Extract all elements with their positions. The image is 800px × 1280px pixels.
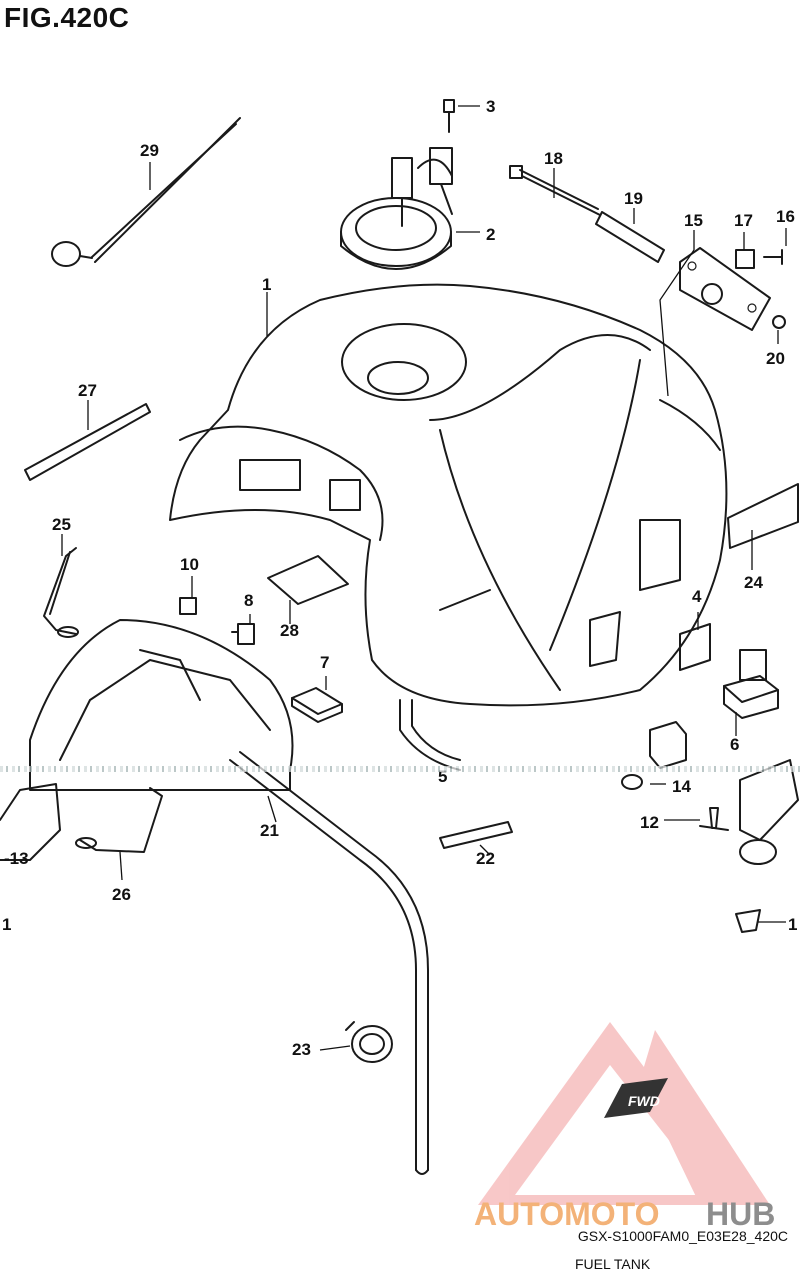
fwd-arrow-icon: FWD (604, 1078, 668, 1118)
part-4-pad (679, 623, 711, 671)
part-3-bolt (443, 99, 455, 133)
callout-29: 29 (140, 141, 159, 160)
part-10-clip (179, 597, 197, 615)
part-lower-tray (29, 619, 294, 791)
callout-4: 4 (692, 587, 702, 606)
leader-lines (61, 105, 787, 1051)
part-14-grommet (621, 774, 643, 790)
part-16-screw (763, 249, 783, 265)
callout-23: 23 (292, 1040, 311, 1059)
part-right-grommet (739, 839, 777, 865)
callout-19: 19 (624, 189, 643, 208)
figure-name: FUEL TANK (575, 1256, 651, 1272)
callout-7: 7 (320, 653, 329, 672)
callout-6: 6 (730, 735, 739, 754)
callout-1: 1 (262, 275, 271, 294)
part-right-bracket (739, 759, 799, 841)
callout-18: 18 (544, 149, 563, 168)
part-28-sheet (267, 555, 349, 605)
callout-20: 20 (766, 349, 785, 368)
part-15-bracket (679, 247, 771, 331)
callout-15: 15 (684, 211, 703, 230)
callout-28: 28 (280, 621, 299, 640)
part-1-fuel-tank (169, 283, 728, 707)
part-27-strip (24, 403, 151, 481)
callout-labels: 1 2 3 4 5 6 7 8 10 12 -13 14 15 16 17 18… (2, 97, 797, 1059)
watermark-brand-left: AUTOMOTO (474, 1196, 660, 1232)
callout-25: 25 (52, 515, 71, 534)
figure-code: GSX-S1000FAM0_E03E28_420C (577, 1228, 788, 1244)
callout-2: 2 (486, 225, 495, 244)
callout-21: 21 (260, 821, 279, 840)
callout-1-left: 1 (2, 915, 11, 934)
callout-26: 26 (112, 885, 131, 904)
part-29-wire (51, 117, 241, 267)
part-left-lower-piece (0, 783, 61, 861)
callout-17: 17 (734, 211, 753, 230)
callout-12: 12 (640, 813, 659, 832)
callout-1-right: 1 (788, 915, 797, 934)
callout-13: -13 (4, 849, 29, 868)
part-20-nut (772, 315, 786, 329)
part-6-rubber (723, 649, 779, 719)
watermark-brand-right: HUB (706, 1196, 776, 1232)
part-rubber-block (649, 721, 687, 769)
figure-title: FIG.420C (4, 2, 130, 33)
callout-16: 16 (776, 207, 795, 226)
part-24-decal (727, 483, 799, 549)
part-12-screw (699, 807, 729, 831)
part-21-drain-hose (229, 751, 429, 1175)
part-8-bolt (231, 623, 255, 645)
part-23-hose-clamp (345, 1021, 393, 1063)
callout-22: 22 (476, 849, 495, 868)
part-22-clamp (439, 821, 513, 849)
part-2-fuel-cap (340, 147, 453, 270)
callout-24: 24 (744, 573, 763, 592)
callout-14: 14 (672, 777, 691, 796)
part-26-stay (75, 787, 163, 853)
part-7-pad (291, 687, 343, 723)
fwd-label: FWD (628, 1093, 660, 1109)
scan-artifact-band (0, 766, 800, 772)
callout-3: 3 (486, 97, 495, 116)
part-18-long-bolt (509, 165, 601, 216)
callout-8: 8 (244, 591, 253, 610)
callout-10: 10 (180, 555, 199, 574)
part-19-collar (595, 211, 665, 263)
part-5-hose (399, 699, 461, 771)
part-25-bracket (43, 547, 79, 638)
callout-27: 27 (78, 381, 97, 400)
part-right-collar (735, 909, 761, 933)
part-17-nut (735, 249, 755, 269)
callout-5: 5 (438, 767, 447, 786)
